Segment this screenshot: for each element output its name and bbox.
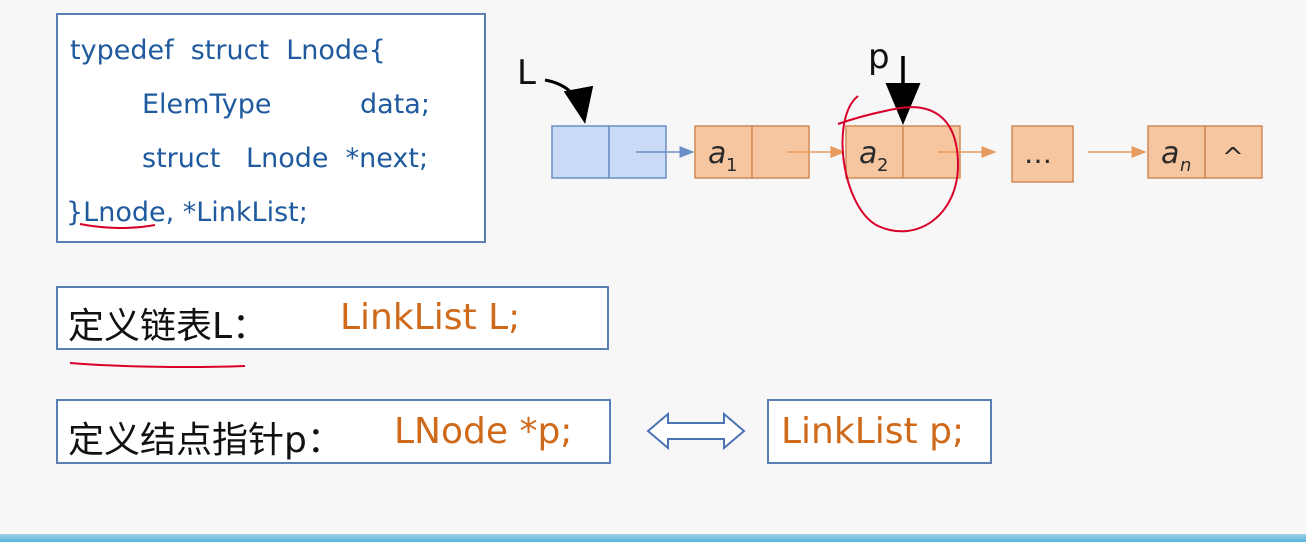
- code-line-3: struct Lnode *next;: [142, 143, 429, 174]
- code-line-2-field: data;: [360, 89, 430, 120]
- define-list-box: 定义链表L： LinkList L;: [56, 286, 609, 350]
- node-an-subscript: n: [1180, 155, 1191, 176]
- node-a2: a 2: [845, 125, 961, 179]
- define-pointer-box: 定义结点指针p： LNode *p;: [56, 399, 611, 464]
- red-underline-lnode: [79, 223, 156, 229]
- node-an: a n ^: [1147, 125, 1263, 179]
- red-underline-define-list: [69, 362, 246, 368]
- node-a2-label: a: [859, 136, 877, 171]
- code-line-4: }Lnode, *LinkList;: [66, 197, 308, 228]
- label-p: p: [868, 37, 890, 77]
- bottom-accent-bar: [0, 534, 1306, 542]
- code-line-1: typedef struct Lnode{: [70, 35, 386, 66]
- define-pointer-code: LNode *p;: [394, 411, 573, 452]
- equivalent-pointer-box: LinkList p;: [767, 399, 992, 464]
- define-pointer-label: 定义结点指针p：: [68, 420, 343, 461]
- null-pointer-symbol: ^: [1222, 143, 1244, 173]
- node-ellipsis-label: …: [1024, 137, 1052, 170]
- head-pointer-arrow: [544, 78, 594, 124]
- node-a2-subscript: 2: [877, 155, 888, 176]
- node-a1-subscript: 1: [726, 155, 737, 176]
- struct-definition-box: typedef struct Lnode{ ElemType data; str…: [56, 13, 486, 243]
- red-annotation-circle: [837, 95, 960, 233]
- equivalence-double-arrow: [646, 411, 746, 451]
- node-a1: a 1: [694, 125, 810, 179]
- node-ellipsis: …: [1011, 125, 1074, 183]
- equivalent-pointer-code: LinkList p;: [781, 411, 965, 452]
- code-line-2: ElemType: [142, 89, 272, 120]
- node-a1-label: a: [708, 136, 726, 171]
- node-an-label: a: [1161, 136, 1179, 171]
- label-L: L: [517, 53, 536, 93]
- define-list-label: 定义链表L：: [68, 306, 269, 347]
- define-list-code: LinkList L;: [340, 297, 521, 338]
